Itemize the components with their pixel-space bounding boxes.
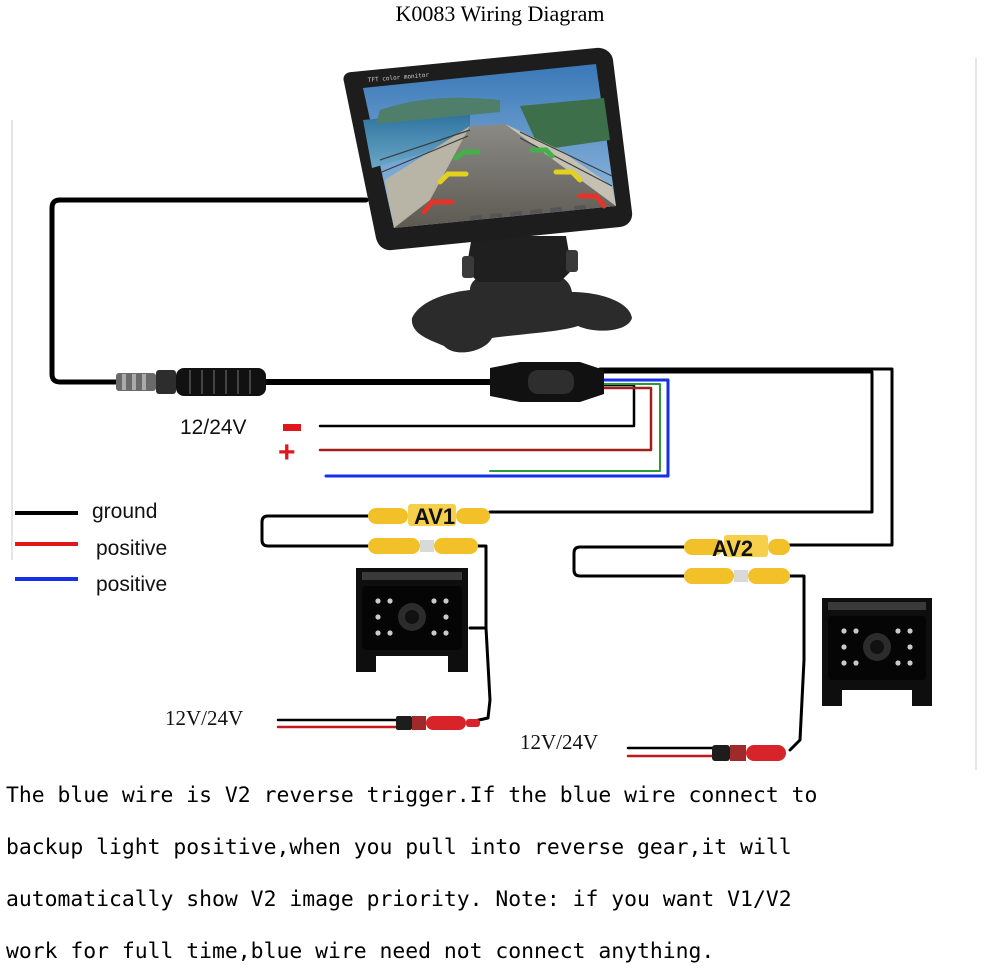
av1-label: AV1 xyxy=(414,504,455,529)
note-line: backup light positive,when you pull into… xyxy=(6,835,792,860)
note-text: The blue wire is V2 reverse trigger.If t… xyxy=(6,770,1000,978)
background-frame xyxy=(11,58,977,770)
dc-plug-left xyxy=(396,716,480,730)
av1-lead-left xyxy=(260,514,372,548)
diagram-title: K0083 Wiring Diagram xyxy=(395,1,605,26)
av1-rca-upper xyxy=(368,504,490,526)
av2-cable xyxy=(598,367,894,547)
av1-camera-lead-2 xyxy=(468,626,492,724)
monitor-screen: TFT color monitor xyxy=(363,64,616,228)
red-power-wire xyxy=(318,386,653,452)
av2-camera-lead xyxy=(788,574,806,752)
legend-label-positive-blue: positive xyxy=(96,573,168,596)
monitor-cable xyxy=(49,197,369,385)
monitor-stand-neck xyxy=(466,236,572,282)
wires xyxy=(49,197,894,758)
blue-trigger-wire xyxy=(324,378,670,478)
camera-1-leds xyxy=(375,598,449,636)
note-line: The blue wire is V2 reverse trigger.If t… xyxy=(6,783,818,808)
av1-rca-lower xyxy=(368,538,478,554)
green-trigger-wire xyxy=(489,383,661,472)
av1-camera-lead xyxy=(468,544,488,630)
av2-rca-lower xyxy=(684,568,790,584)
note-line: work for full time,blue wire need not co… xyxy=(6,939,715,964)
wiring-diagram: TFT color monitor xyxy=(11,47,977,770)
av2-rca-upper xyxy=(684,535,790,557)
camera-1 xyxy=(356,568,468,672)
plus-sign: + xyxy=(278,436,296,469)
power-voltage-label: 12/24V xyxy=(180,416,247,439)
splitter-box xyxy=(490,362,604,402)
camera-2-leds xyxy=(841,628,913,666)
note-line: automatically show V2 image priority. No… xyxy=(6,887,792,912)
av2-label: AV2 xyxy=(712,536,753,561)
legend-label-ground: ground xyxy=(92,500,158,523)
camera-2-power-label: 12V/24V xyxy=(520,730,599,754)
av1-cable xyxy=(488,370,874,514)
av2-lead-left xyxy=(572,545,686,578)
monitor-stand-base xyxy=(411,270,632,353)
aviation-connector xyxy=(116,368,266,396)
camera-2 xyxy=(822,598,932,706)
monitor-buttons xyxy=(470,205,587,220)
legend-lines xyxy=(15,511,78,581)
legend-label-positive-red: positive xyxy=(96,537,168,560)
dc-plug-right xyxy=(712,745,786,761)
monitor: TFT color monitor xyxy=(343,47,633,353)
minus-sign xyxy=(283,424,301,431)
camera-1-power-label: 12V/24V xyxy=(165,706,244,730)
